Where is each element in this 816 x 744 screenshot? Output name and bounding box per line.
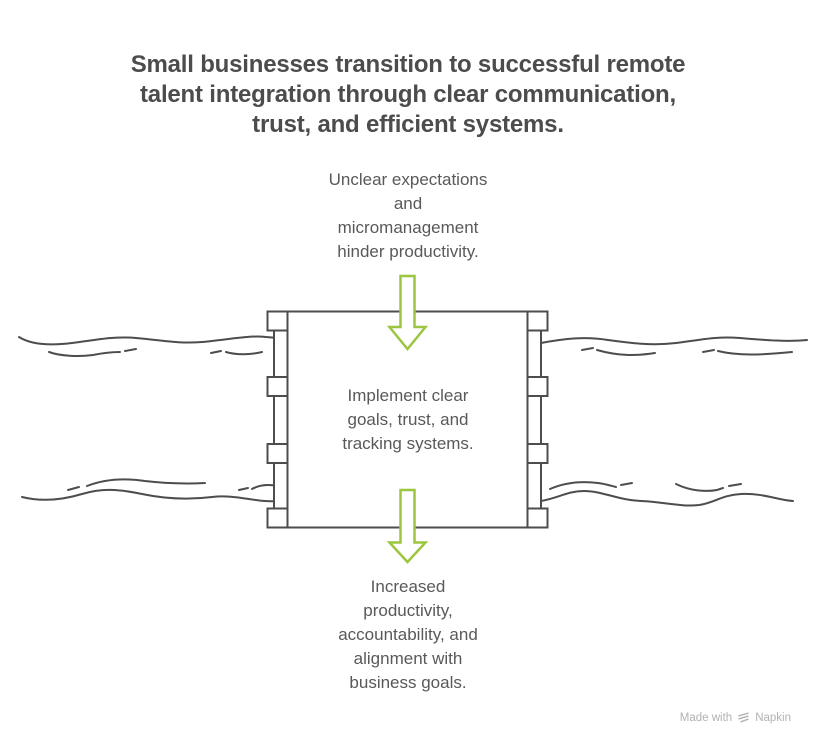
diagram-title: Small businesses transition to successfu… bbox=[0, 50, 816, 140]
title-line: talent integration through clear communi… bbox=[140, 81, 676, 108]
solution-label: Implement clear goals, trust, and tracki… bbox=[288, 384, 528, 456]
down-arrow-top-icon bbox=[386, 274, 429, 351]
outcome-line: Increased bbox=[370, 577, 446, 596]
problem-label: Unclear expectations and micromanagement… bbox=[0, 168, 816, 264]
process-box-left-column bbox=[273, 310, 289, 529]
problem-line: and bbox=[393, 194, 423, 213]
problem-line: Unclear expectations bbox=[328, 170, 488, 189]
down-arrow-bottom-icon bbox=[386, 488, 429, 564]
process-box-right-column bbox=[526, 310, 542, 529]
water-waves-left-bottom bbox=[21, 478, 279, 503]
problem-line: hinder productivity. bbox=[337, 242, 479, 261]
problem-line: micromanagement bbox=[337, 218, 479, 237]
water-waves-left-top bbox=[18, 335, 279, 357]
outcome-line: productivity, bbox=[363, 601, 453, 620]
title-line: Small businesses transition to successfu… bbox=[130, 51, 686, 78]
process-box-right-tabs bbox=[526, 310, 549, 529]
outcome-line: alignment with bbox=[353, 649, 463, 668]
water-waves-right-top bbox=[540, 336, 808, 356]
title-line: trust, and efficient systems. bbox=[252, 111, 564, 138]
water-waves-right-bottom bbox=[540, 481, 794, 507]
solution-line: tracking systems. bbox=[342, 434, 474, 453]
napkin-logo-icon bbox=[738, 712, 749, 723]
watermark-prefix: Made with bbox=[679, 711, 733, 724]
watermark-brand: Napkin bbox=[755, 711, 791, 724]
outcome-label: Increased productivity, accountability, … bbox=[0, 575, 816, 695]
solution-line: Implement clear bbox=[347, 386, 469, 405]
outcome-line: business goals. bbox=[349, 673, 467, 692]
outcome-line: accountability, and bbox=[338, 625, 478, 644]
napkin-watermark-link[interactable]: Made with Napkin bbox=[680, 711, 791, 724]
solution-line: goals, trust, and bbox=[347, 410, 469, 429]
process-box-left-tabs bbox=[266, 310, 289, 529]
